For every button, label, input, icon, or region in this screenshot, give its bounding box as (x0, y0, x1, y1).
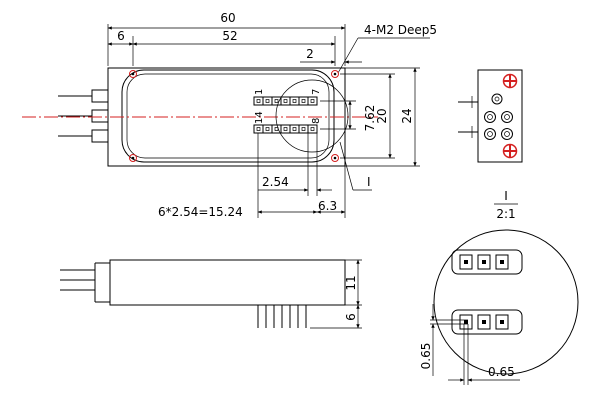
module-lid-inner (126, 73, 330, 159)
pin-label-8: 8 (311, 118, 322, 124)
module-lid-outer (121, 69, 335, 163)
pin-row-top (253, 96, 318, 106)
detail-circle-ref (275, 79, 349, 153)
dim-left-offset: 6 (117, 29, 125, 43)
pin-label-14: 14 (254, 111, 265, 124)
dim-pin-span: 6*2.54=15.24 (158, 205, 243, 219)
detail-scale: 2:1 (496, 207, 515, 221)
screw-slot-icon (504, 145, 516, 157)
end-view (458, 69, 523, 163)
fiber-pigtails (58, 89, 109, 143)
pin-label-1: 1 (254, 89, 265, 95)
mount-hole-icon (129, 154, 137, 162)
detail-ref-label: I (367, 175, 371, 189)
mount-hole-center-icon (131, 72, 135, 76)
mount-holes (129, 70, 339, 162)
side-view: 11 6 (60, 259, 362, 329)
detail-title: I (504, 189, 508, 203)
dim-height-outer: 24 (400, 108, 414, 123)
hole-spec-leader (337, 37, 359, 74)
side-view-pins (257, 305, 307, 328)
pin-row-bottom (253, 124, 318, 134)
dim-detail-pin-width: 0.65 (488, 365, 515, 379)
mount-hole-center-icon (333, 156, 337, 160)
dim-pin-end-offset: 6.3 (318, 199, 337, 213)
dim-pin-row-gap: 7.62 (363, 105, 377, 132)
hole-spec-label: 4-M2 Deep5 (364, 23, 437, 37)
pin-label-7: 7 (311, 89, 322, 95)
dim-pin-length: 6 (344, 313, 358, 321)
fiber-connectors (484, 111, 513, 140)
top-view: 60 6 52 2 4-M2 Deep5 (22, 11, 437, 219)
dim-height-hole: 20 (375, 108, 389, 123)
detail-view: I 2:1 0.65 0.65 (419, 189, 579, 385)
dim-hole-edge: 2 (306, 47, 314, 61)
mount-hole-icon (129, 70, 137, 78)
dim-body-height: 11 (344, 275, 358, 290)
connector-icon (491, 93, 503, 105)
dim-overall-length: 60 (220, 11, 235, 25)
end-view-body (477, 69, 523, 163)
mount-hole-center-icon (131, 156, 135, 160)
detail-circle (433, 229, 579, 375)
dim-pin-pitch: 2.54 (262, 175, 289, 189)
detail-pin-row-bottom (451, 309, 523, 335)
dim-hole-spacing: 52 (222, 29, 237, 43)
mount-hole-icon (331, 70, 339, 78)
mount-hole-icon (331, 154, 339, 162)
dim-detail-pin-height: 0.65 (419, 343, 433, 370)
side-view-body (109, 259, 346, 306)
mount-hole-center-icon (333, 72, 337, 76)
connector-core-icon (494, 96, 500, 102)
detail-pin-row-top (451, 249, 523, 275)
screw-slot-icon (504, 75, 516, 87)
